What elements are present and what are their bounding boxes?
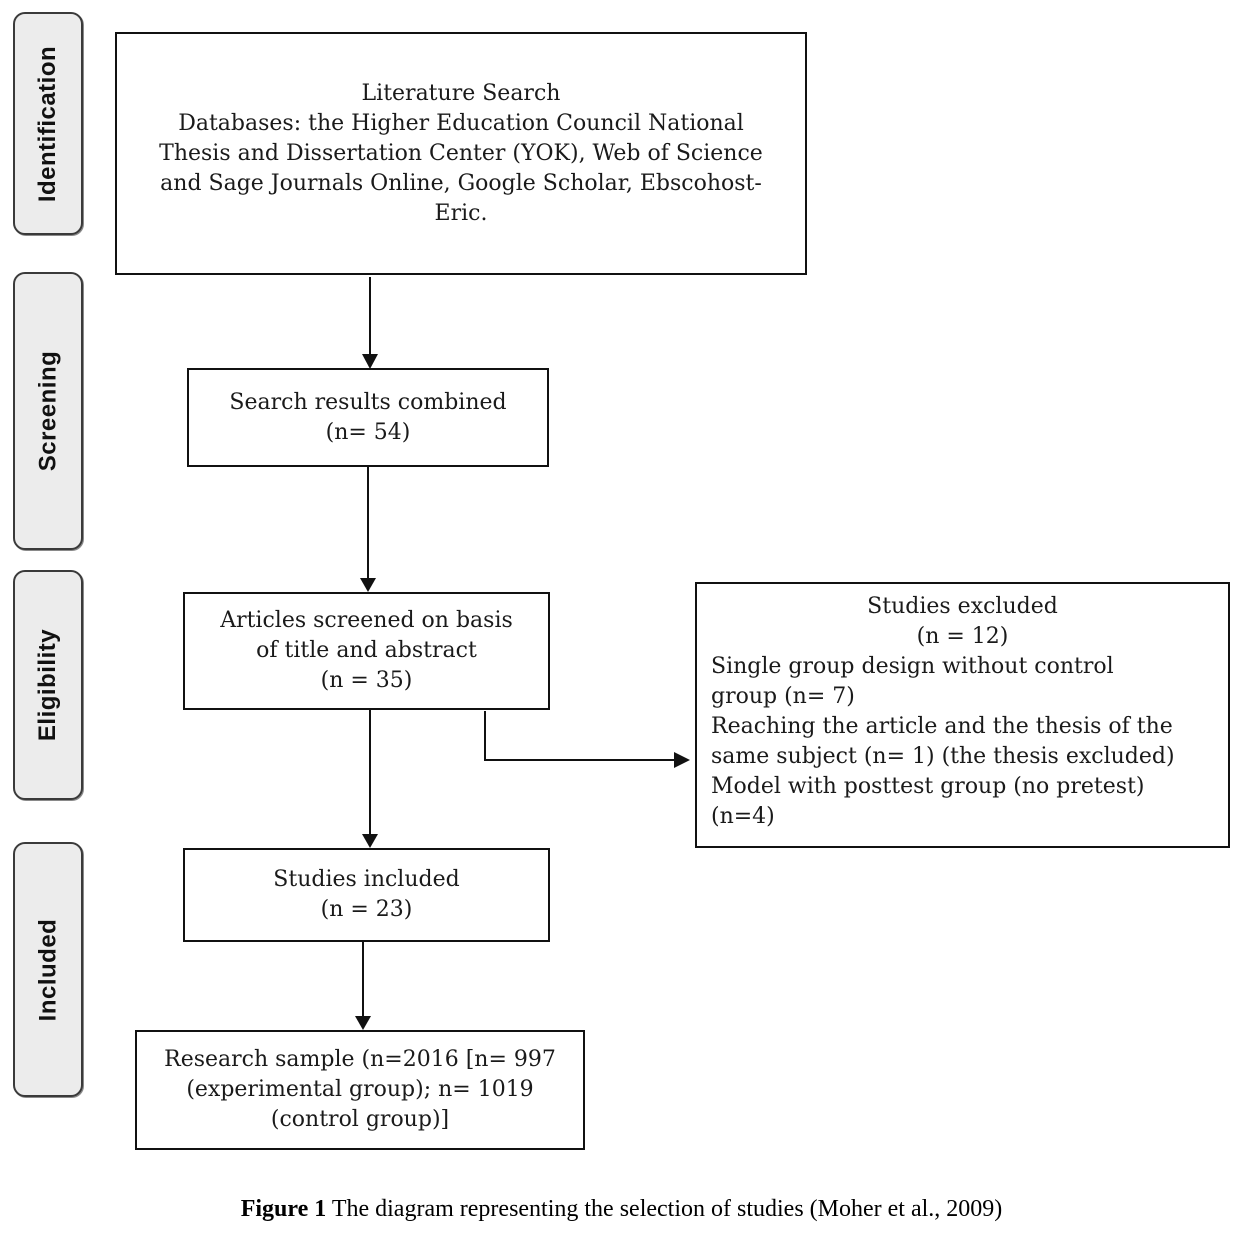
box-studies-included: Studies included (n = 23) (183, 848, 550, 942)
studies-excluded-reason: same subject (n= 1) (the thesis excluded… (711, 744, 1175, 769)
stage-included-label: Included (34, 918, 62, 1021)
articles-screened-line: of title and abstract (256, 638, 477, 663)
stage-eligibility: Eligibility (13, 570, 83, 800)
search-results-line: Search results combined (229, 389, 507, 415)
stage-screening-label: Screening (34, 350, 62, 472)
arrow-articles-screened-to-studies-included (362, 710, 378, 848)
stage-identification-label: Identification (34, 45, 61, 202)
articles-screened-line: Articles screened on basis (220, 608, 513, 633)
studies-included-line: Studies included (273, 867, 460, 892)
stage-screening: Screening (13, 272, 83, 550)
studies-excluded-reason: group (n= 7) (711, 684, 855, 709)
research-sample-line: (control group)] (270, 1107, 450, 1132)
arrow-studies-included-to-research-sample (355, 942, 371, 1030)
literature-search-line: Eric. (434, 200, 488, 226)
box-research-sample: Research sample (n=2016 [n= 997 (experim… (135, 1030, 585, 1150)
research-sample-line: (experimental group); n= 1019 (186, 1077, 534, 1102)
studies-excluded-reason: Model with posttest group (no pretest) (711, 774, 1145, 799)
literature-search-line: Thesis and Dissertation Center (YOK), We… (159, 140, 763, 166)
stage-identification: Identification (13, 12, 83, 235)
arrow-articles-screened-to-studies-excluded (484, 711, 690, 768)
literature-search-line: Literature Search (361, 80, 561, 106)
stage-included: Included (13, 842, 83, 1097)
studies-included-count: (n = 23) (320, 897, 413, 922)
box-literature-search: Literature Search Databases: the Higher … (115, 32, 807, 275)
studies-excluded-title: Studies excluded (867, 594, 1058, 619)
box-articles-screened: Articles screened on basis of title and … (183, 592, 550, 710)
box-search-results: Search results combined (n= 54) (187, 368, 549, 467)
research-sample-line: Research sample (n=2016 [n= 997 (164, 1047, 556, 1072)
literature-search-line: Databases: the Higher Education Council … (178, 110, 744, 136)
figure-caption-text: The diagram representing the selection o… (331, 1196, 1003, 1222)
studies-excluded-reason: Reaching the article and the thesis of t… (711, 714, 1173, 739)
stage-eligibility-label: Eligibility (34, 628, 61, 742)
articles-screened-count: (n = 35) (320, 668, 413, 693)
studies-excluded-reason: Single group design without control (711, 654, 1114, 679)
search-results-count: (n= 54) (325, 419, 411, 445)
box-studies-excluded: Studies excluded (n = 12) Single group d… (695, 582, 1230, 848)
arrow-search-results-to-articles-screened (360, 467, 376, 592)
figure-caption-label: Figure 1 (240, 1196, 327, 1222)
arrow-literature-to-search-results (362, 277, 378, 369)
studies-excluded-count: (n = 12) (916, 624, 1009, 649)
literature-search-line: and Sage Journals Online, Google Scholar… (160, 170, 762, 196)
figure-caption: Figure 1 The diagram representing the se… (0, 1196, 1243, 1223)
studies-excluded-reason: (n=4) (711, 804, 775, 829)
